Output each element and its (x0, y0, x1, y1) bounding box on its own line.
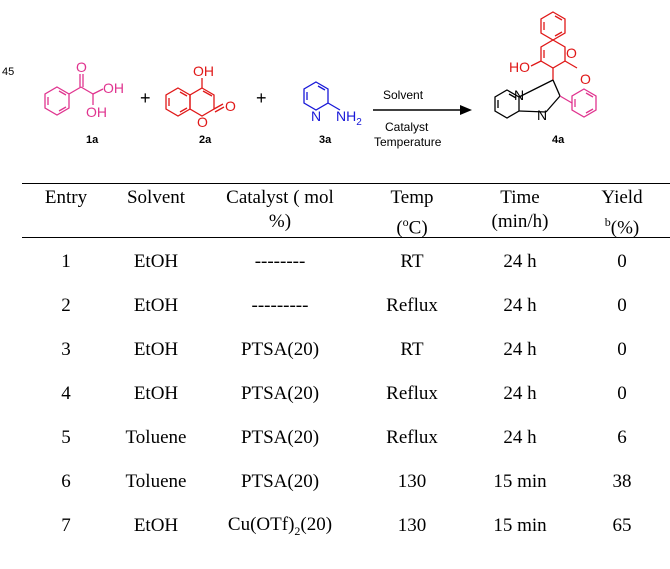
product-4a-phenyl (559, 88, 597, 118)
cell-solvent: EtOH (133, 251, 179, 273)
cell-temp: 130 (397, 515, 427, 537)
reaction-scheme: O OH OH 1a + OH O O 2a + N NH2 3a Solven… (44, 11, 597, 149)
4a-ho: HO (509, 59, 530, 75)
cell-yield: 0 (617, 295, 627, 317)
cell-time: 15 min (493, 515, 547, 537)
4a-ring-n: N (537, 107, 547, 123)
cell-solvent: EtOH (133, 383, 179, 405)
cell-catalyst: -------- (254, 251, 306, 273)
cell-yield: 65 (612, 515, 632, 537)
cell-temp: 130 (397, 471, 427, 493)
cell-temp: Reflux (386, 427, 438, 449)
condition-temperature: Temperature (374, 135, 442, 149)
optimization-table: Entry Solvent Catalyst ( mol%) Temp(oC) … (22, 184, 670, 548)
condition-solvent: Solvent (383, 88, 424, 102)
cell-yield: 6 (617, 427, 627, 449)
cell-catalyst: PTSA(20) (240, 471, 320, 493)
cell-yield: 0 (617, 251, 627, 273)
4a-ring-o: O (566, 45, 577, 61)
2a-oh: OH (193, 63, 214, 79)
cell-time: 24 h (503, 339, 537, 361)
cell-yield: 0 (617, 383, 627, 405)
cell-temp: Reflux (386, 295, 438, 317)
cell-time: 15 min (493, 471, 547, 493)
2a-ring-o: O (197, 114, 208, 130)
cell-temp: RT (400, 339, 424, 361)
1a-oh-bottom: OH (86, 104, 107, 120)
cell-catalyst: PTSA(20) (240, 383, 320, 405)
cell-catalyst: PTSA(20) (240, 339, 320, 361)
cell-entry: 1 (61, 251, 71, 273)
header-solvent: Solvent (126, 187, 186, 208)
cell-catalyst: Cu(OTf)2(20) (227, 513, 333, 538)
product-4a-imidazopyridine (494, 79, 561, 119)
cell-catalyst: --------- (251, 295, 309, 317)
compound-label-4a: 4a (552, 134, 565, 146)
product-4a-chromone (530, 11, 578, 80)
plus-sign-2: + (256, 88, 267, 108)
table-top-rule (22, 183, 670, 184)
header-time: Time(min/h) (491, 187, 549, 232)
cell-time: 24 h (503, 251, 537, 273)
table-row: 6 Toluene PTSA(20) 130 15 min 38 (22, 460, 670, 504)
table-header-rule (22, 237, 670, 238)
cell-solvent: EtOH (133, 295, 179, 317)
cell-catalyst: PTSA(20) (240, 427, 320, 449)
3a-ring-n: N (311, 108, 321, 124)
1a-oh-top: OH (103, 80, 124, 96)
cell-entry: 3 (61, 339, 71, 361)
cell-time: 24 h (503, 383, 537, 405)
table-header-row: Entry Solvent Catalyst ( mol%) Temp(oC) … (22, 184, 670, 240)
cell-entry: 7 (61, 515, 71, 537)
cell-solvent: Toluene (125, 427, 187, 449)
1a-carbonyl-o: O (76, 59, 87, 75)
header-catalyst: Catalyst ( mol%) (226, 187, 334, 232)
compound-2a-structure (165, 78, 225, 117)
cell-entry: 2 (61, 295, 71, 317)
condition-catalyst: Catalyst (385, 120, 429, 134)
table-row: 7 EtOH Cu(OTf)2(20) 130 15 min 65 (22, 504, 670, 548)
cell-solvent: Toluene (125, 471, 187, 493)
cell-entry: 6 (61, 471, 71, 493)
table-row: 5 Toluene PTSA(20) Reflux 24 h 6 (22, 416, 670, 460)
cell-temp: RT (400, 251, 424, 273)
4a-bridge-n: N (514, 87, 524, 103)
cell-yield: 38 (612, 471, 632, 493)
table-row: 3 EtOH PTSA(20) RT 24 h 0 (22, 328, 670, 372)
compound-label-1a: 1a (86, 134, 99, 146)
2a-carbonyl-o: O (225, 98, 236, 114)
header-entry: Entry (44, 187, 88, 208)
compound-label-3a: 3a (319, 134, 332, 146)
cell-entry: 5 (61, 427, 71, 449)
line-number: 45 (2, 66, 15, 78)
table-row: 4 EtOH PTSA(20) Reflux 24 h 0 (22, 372, 670, 416)
4a-carbonyl-o: O (580, 71, 591, 87)
cell-yield: 0 (617, 339, 627, 361)
cell-entry: 4 (61, 383, 71, 405)
plus-sign-1: + (140, 88, 151, 108)
compound-label-2a: 2a (199, 134, 212, 146)
3a-nh2: NH2 (336, 108, 362, 128)
cell-time: 24 h (503, 427, 537, 449)
table-row: 2 EtOH --------- Reflux 24 h 0 (22, 284, 670, 328)
cell-solvent: EtOH (133, 515, 179, 537)
reaction-arrow-head (460, 105, 472, 115)
cell-time: 24 h (503, 295, 537, 317)
compound-3a-structure (303, 81, 341, 111)
cell-solvent: EtOH (133, 339, 179, 361)
cell-temp: Reflux (386, 383, 438, 405)
table-row: 1 EtOH -------- RT 24 h 0 (22, 240, 670, 284)
compound-1a-structure (44, 74, 104, 116)
header-temp: Temp(oC) (390, 187, 434, 239)
